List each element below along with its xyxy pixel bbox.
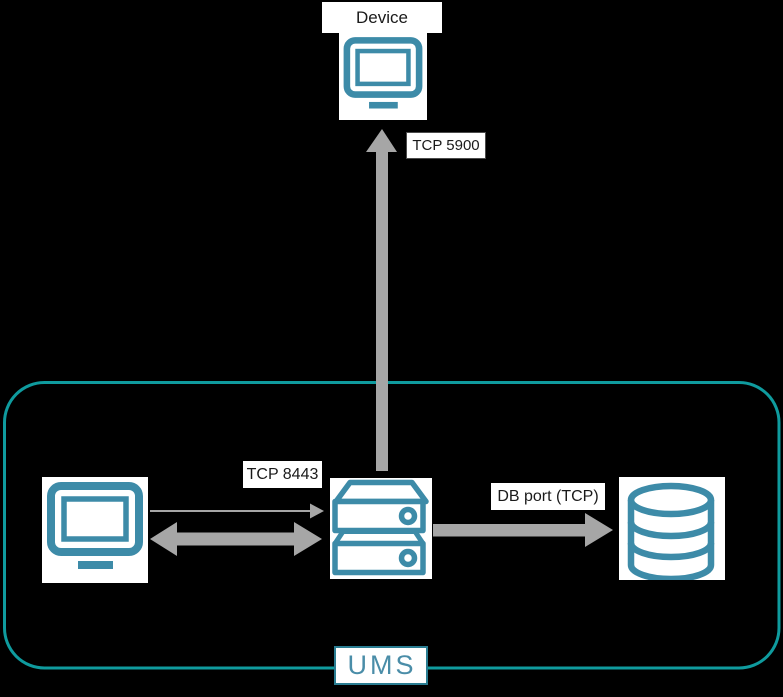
server-top-face — [333, 479, 429, 505]
arrow-console-server-bidirectional — [150, 522, 322, 556]
arrow-console-to-server-head — [310, 503, 324, 519]
tcp-8443-label: TCP 8443 — [243, 461, 322, 488]
server-unit-1-port — [398, 506, 418, 526]
monitor-stand — [78, 561, 113, 569]
ums-group-label-text: UMS — [347, 650, 417, 680]
tcp-8443-label-text: TCP 8443 — [246, 465, 319, 483]
server-unit-2 — [332, 540, 426, 576]
monitor-screen — [61, 496, 129, 542]
arrow-server-to-database — [433, 513, 613, 547]
device-node — [339, 33, 427, 120]
monitor-stand — [369, 101, 398, 109]
database-ring-2 — [627, 542, 715, 561]
server-icon — [332, 479, 429, 576]
arrow-server-to-device — [366, 129, 397, 471]
monitor-screen — [355, 48, 411, 87]
db-port-label: DB port (TCP) — [491, 483, 605, 510]
device-label: Device — [322, 2, 442, 33]
console-node — [42, 477, 148, 583]
server-node — [330, 478, 432, 579]
db-port-label-text: DB port (TCP) — [497, 487, 599, 505]
tcp-5900-label-text: TCP 5900 — [412, 137, 480, 154]
monitor-icon — [47, 482, 143, 569]
server-unit-2-port — [398, 548, 418, 568]
ums-group-label: UMS — [334, 646, 428, 685]
tcp-5900-label: TCP 5900 — [406, 132, 486, 159]
database-node — [619, 477, 725, 580]
device-label-text: Device — [356, 7, 408, 27]
database-body — [627, 500, 715, 580]
database-top — [627, 482, 715, 518]
database-icon — [627, 482, 715, 580]
monitor-icon — [343, 37, 423, 109]
database-ring-1 — [627, 521, 715, 540]
